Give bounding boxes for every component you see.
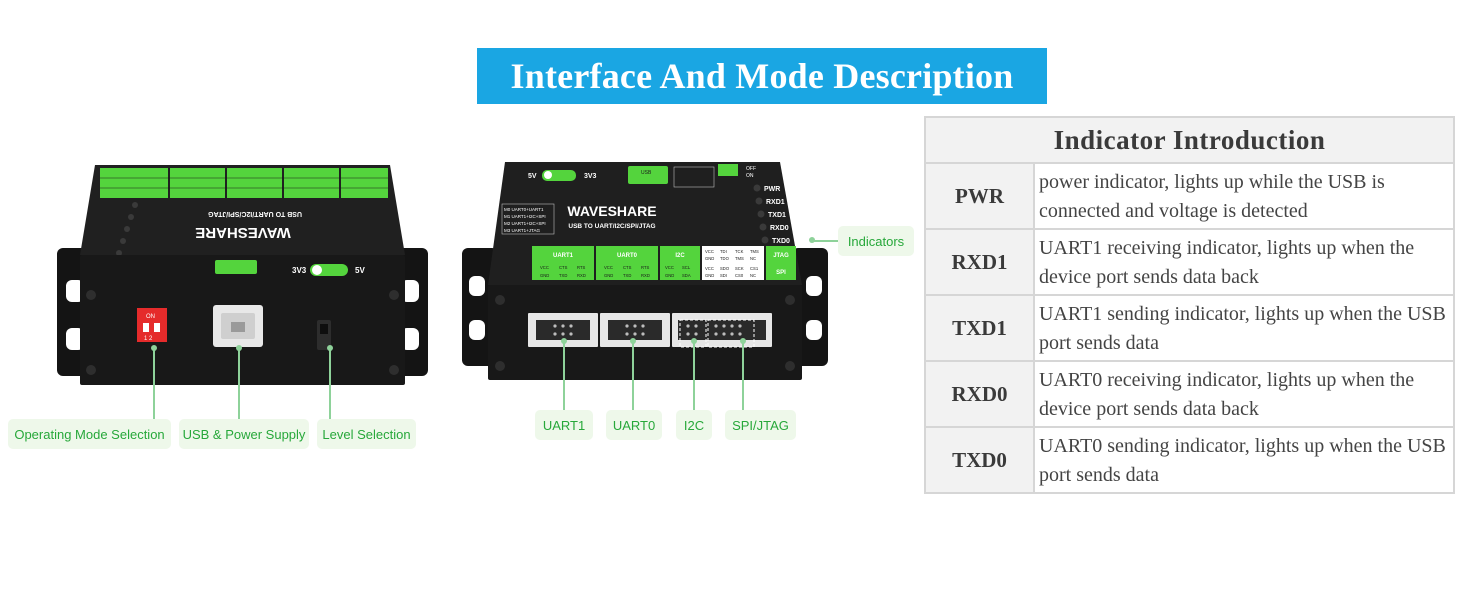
operating-mode-line	[153, 348, 155, 420]
back-brand-text: WAVESHARE	[567, 203, 656, 219]
indicator-table-heading: Indicator Introduction	[924, 116, 1455, 164]
uart0-pin-1: CTS	[623, 265, 632, 270]
indicator-desc-pwr: power indicator, lights up while the USB…	[1033, 162, 1455, 230]
indicator-desc-txd1: UART1 sending indicator, lights up when …	[1033, 294, 1455, 362]
uart0-pin-2: RTS	[641, 265, 650, 270]
mode-line-0: M0 UART0+UART1	[504, 207, 544, 212]
indicators-callout: Indicators	[838, 226, 914, 256]
jtag-pin-6: TMS	[735, 256, 744, 261]
spi-jtag-callout: SPI/JTAG	[725, 410, 796, 440]
spi-pin-1: SDO	[720, 266, 730, 271]
back-3v3-text: 3V3	[584, 173, 597, 180]
table-row: RXD1 UART1 receiving indicator, lights u…	[924, 228, 1455, 296]
uart1-pin-4: TXD	[559, 273, 567, 278]
jtag-pin-3: TMS	[750, 249, 759, 254]
level-callout: Level Selection	[317, 419, 416, 449]
port-label-spi: SPI	[776, 270, 786, 276]
usb-power-line	[238, 348, 240, 420]
back-off-text: OFF	[746, 166, 756, 172]
uart1-line	[563, 341, 565, 411]
indicator-table: Indicator Introduction PWR power indicat…	[924, 116, 1455, 494]
jtag-pin-0: VCC	[705, 249, 714, 254]
usb-power-callout: USB & Power Supply	[179, 419, 309, 449]
port-label-jtag: JTAG	[773, 253, 789, 259]
page-title: Interface And Mode Description	[477, 48, 1047, 104]
spi-pin-7: NC	[750, 273, 756, 278]
dip-switch-positions-text: 1 2	[144, 336, 153, 342]
back-usb-text: USB	[641, 170, 652, 176]
back-model-text: USB TO UART/I2C/SPI/JTAG	[568, 223, 655, 230]
front-model-text: USB TO UART/I2C/SPI/JTAG	[208, 210, 302, 217]
indicator-name-txd1: TXD1	[924, 294, 1035, 362]
spi-pin-2: SCK	[735, 266, 744, 271]
spi-jtag-line	[742, 341, 744, 411]
uart1-pin-5: RXD	[577, 273, 586, 278]
led-label-rxd1: RXD1	[766, 199, 785, 206]
i2c-line	[693, 341, 695, 411]
led-label-txd1: TXD1	[768, 212, 786, 219]
uart0-pin-5: RXD	[641, 273, 650, 278]
i2c-pin-1: SCL	[682, 265, 691, 270]
jtag-pin-7: NC	[750, 256, 756, 261]
uart0-pin-3: GND	[604, 273, 613, 278]
spi-pin-6: CS0	[735, 273, 744, 278]
jtag-pin-2: TCK	[735, 249, 744, 254]
uart1-callout: UART1	[535, 410, 593, 440]
spi-pin-4: GND	[705, 273, 714, 278]
indicator-desc-rxd0: UART0 receiving indicator, lights up whe…	[1033, 360, 1455, 428]
indicator-desc-rxd1: UART1 receiving indicator, lights up whe…	[1033, 228, 1455, 296]
port-label-i2c: I2C	[675, 253, 685, 259]
back-5v-text: 5V	[528, 173, 537, 180]
led-label-txd0: TXD0	[772, 238, 790, 245]
i2c-pin-2: GND	[665, 273, 674, 278]
indicator-desc-txd0: UART0 sending indicator, lights up when …	[1033, 426, 1455, 494]
device-front-image: WAVESHARE USB TO UART/I2C/SPI/JTAG 5V 3V…	[55, 160, 430, 405]
indicator-name-txd0: TXD0	[924, 426, 1035, 494]
uart1-pin-3: GND	[540, 273, 549, 278]
uart0-pin-4: TXD	[623, 273, 631, 278]
table-row: PWR power indicator, lights up while the…	[924, 162, 1455, 230]
uart0-callout: UART0	[606, 410, 662, 440]
port-label-uart1: UART1	[553, 253, 574, 259]
jtag-pin-4: GND	[705, 256, 714, 261]
device-back-image: 5V 3V3 USB OFF ON PWR RXD1 TXD1 RXD0 TXD…	[460, 160, 830, 390]
table-row: RXD0 UART0 receiving indicator, lights u…	[924, 360, 1455, 428]
front-5v-text: 5V	[355, 266, 365, 275]
led-label-rxd0: RXD0	[770, 225, 789, 232]
mode-line-2: M2 UART1+I2C+SPI	[504, 221, 546, 226]
indicator-name-rxd0: RXD0	[924, 360, 1035, 428]
spi-pin-3: CS1	[750, 266, 759, 271]
uart1-pin-2: RTS	[577, 265, 586, 270]
uart0-line	[632, 341, 634, 411]
mode-line-3: M3 UART1+JTAG	[504, 228, 540, 233]
dip-switch-on-text: ON	[146, 314, 155, 320]
front-3v3-text: 3V3	[292, 266, 307, 275]
table-row: TXD0 UART0 sending indicator, lights up …	[924, 426, 1455, 494]
i2c-pin-0: VCC	[665, 265, 674, 270]
jtag-pin-5: TDO	[720, 256, 730, 261]
uart1-pin-1: CTS	[559, 265, 568, 270]
port-label-uart0: UART0	[617, 253, 638, 259]
back-on-text: ON	[746, 173, 754, 179]
mode-line-1: M1 UART1+I2C+SPI	[504, 214, 546, 219]
spi-pin-0: VCC	[705, 266, 714, 271]
indicators-line	[812, 240, 840, 242]
level-line	[329, 348, 331, 420]
front-brand-text: WAVESHARE	[195, 224, 291, 241]
table-row: TXD1 UART1 sending indicator, lights up …	[924, 294, 1455, 362]
indicator-name-pwr: PWR	[924, 162, 1035, 230]
uart0-pin-0: VCC	[604, 265, 613, 270]
i2c-pin-3: SDA	[682, 273, 691, 278]
spi-pin-5: SDI	[720, 273, 727, 278]
uart1-pin-0: VCC	[540, 265, 549, 270]
jtag-pin-1: TDI	[720, 249, 727, 254]
indicator-name-rxd1: RXD1	[924, 228, 1035, 296]
led-label-pwr: PWR	[764, 186, 780, 193]
i2c-callout: I2C	[676, 410, 712, 440]
operating-mode-callout: Operating Mode Selection	[8, 419, 171, 449]
